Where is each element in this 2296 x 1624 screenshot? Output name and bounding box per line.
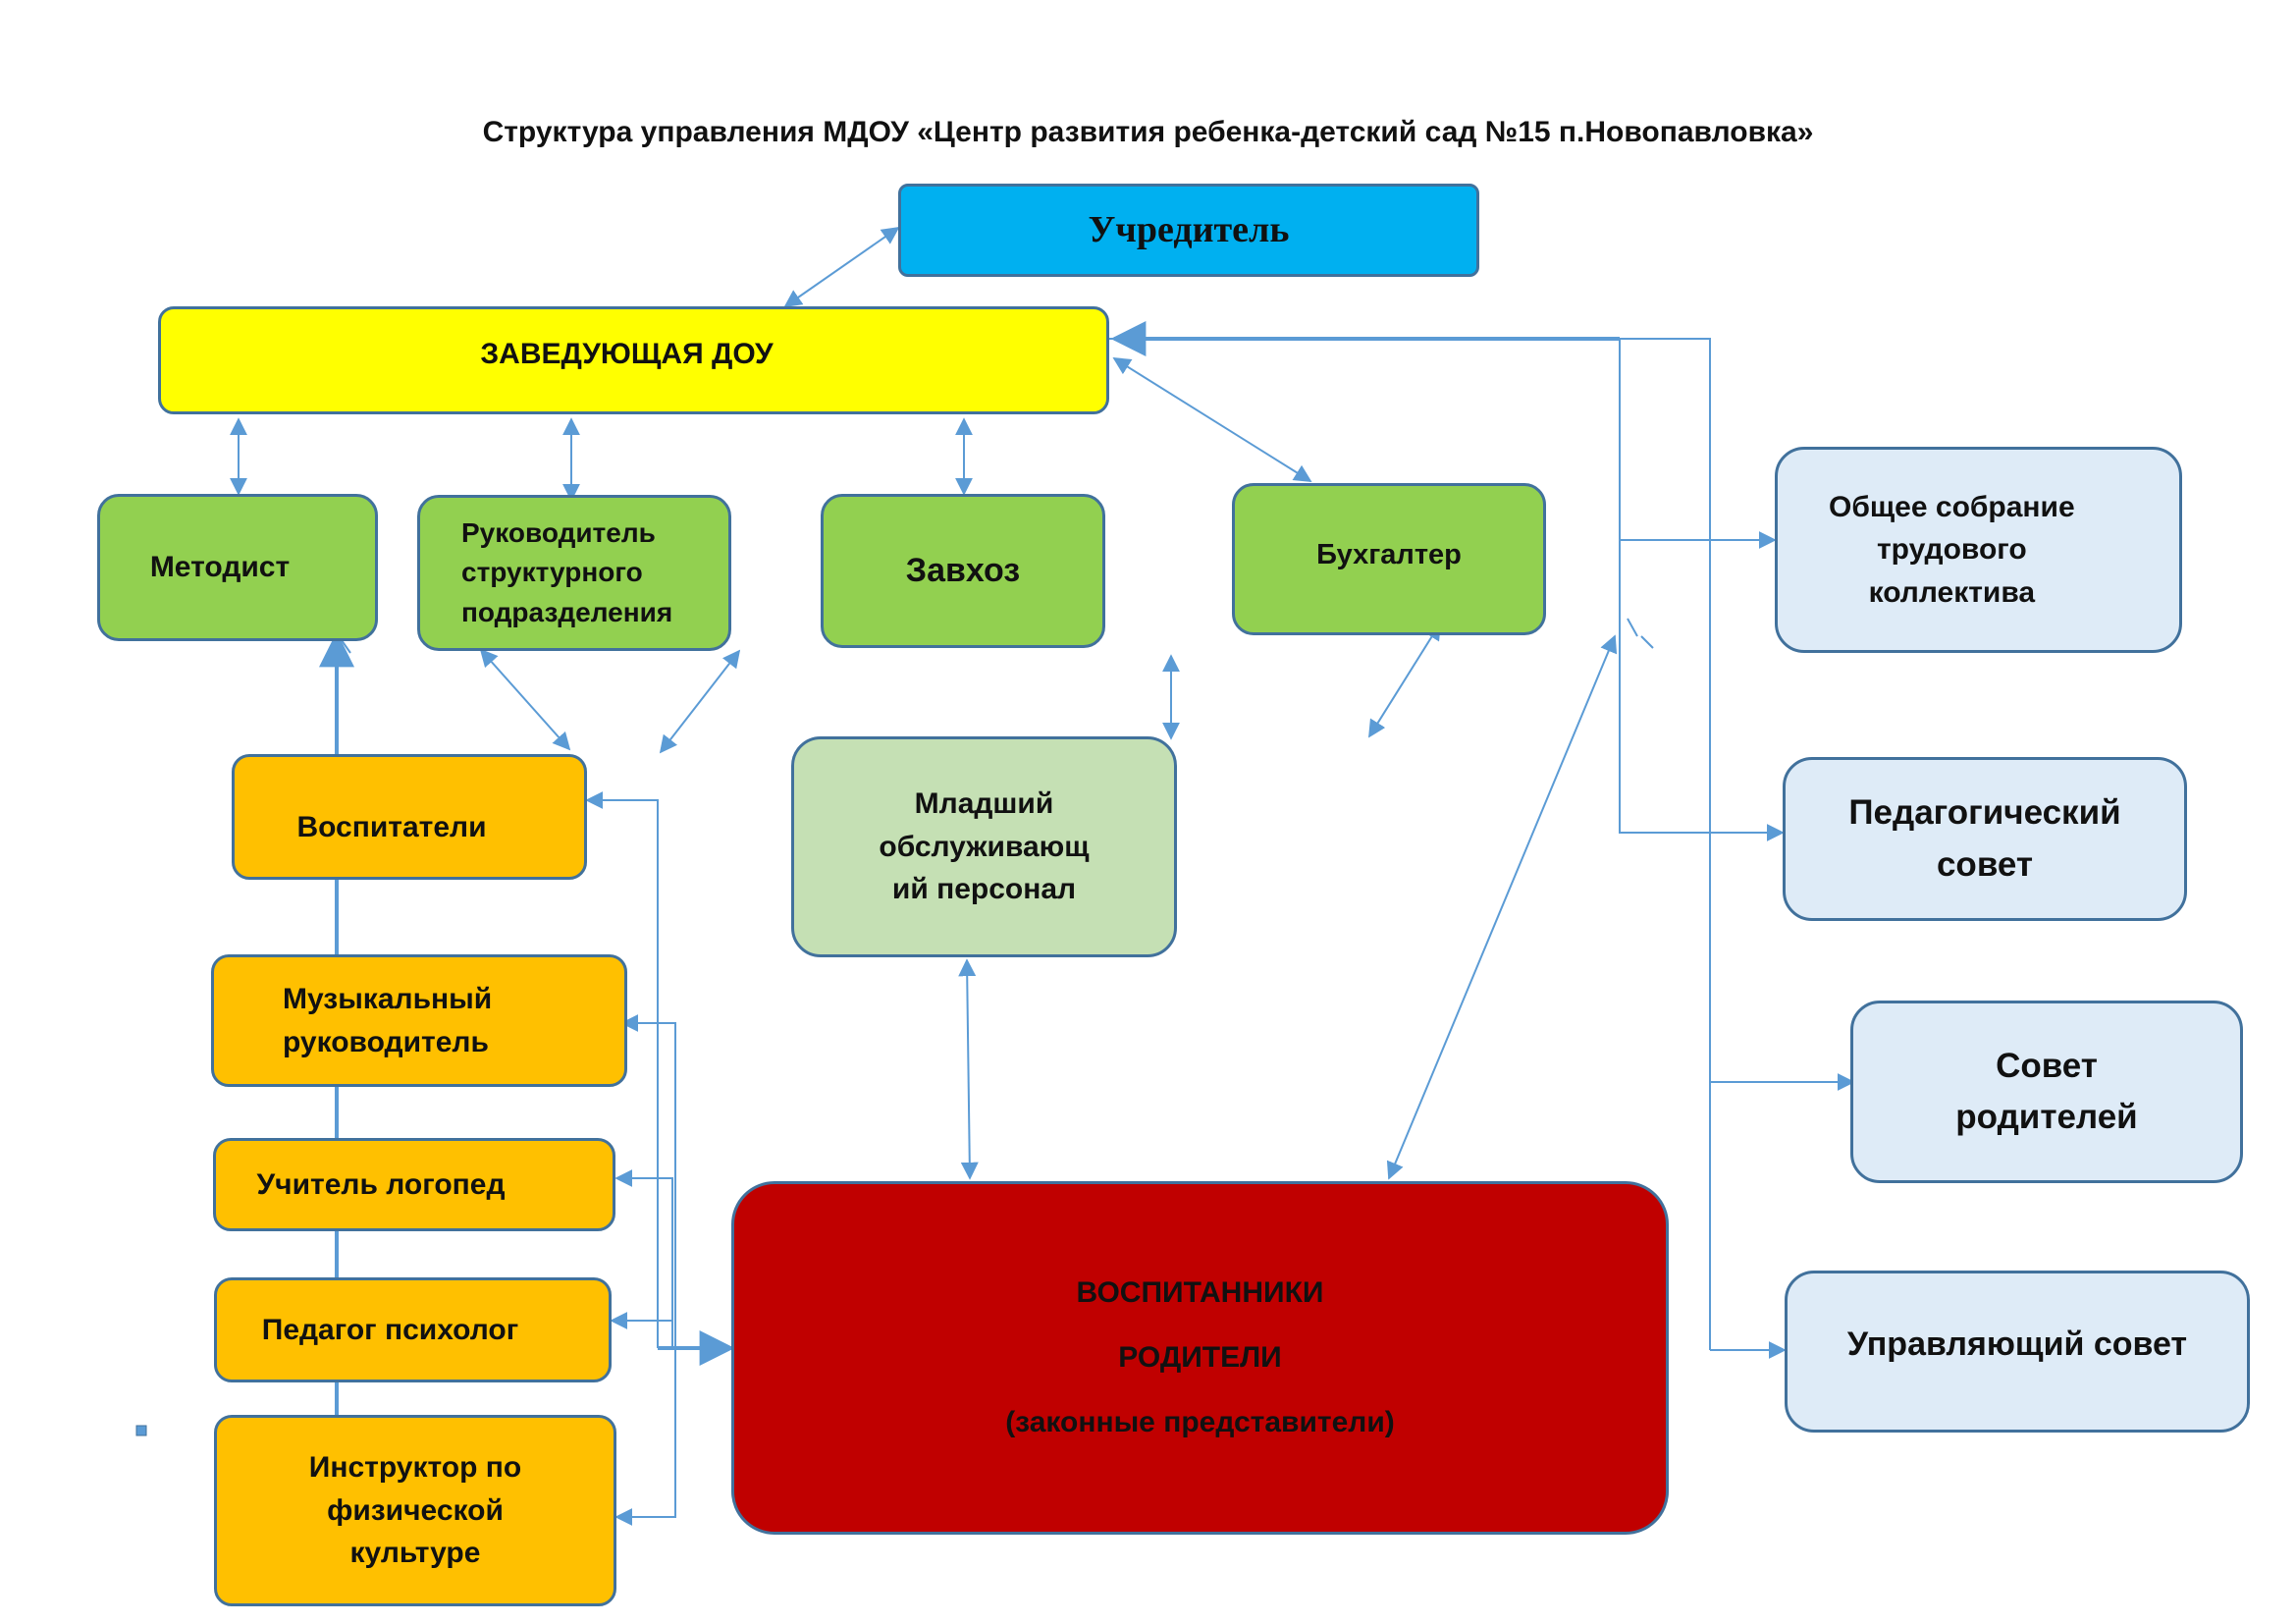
pe-label: Инструктор по физической культуре xyxy=(308,1451,522,1570)
parents-label: РОДИТЕЛИ xyxy=(1118,1341,1282,1374)
founder-box: Учредитель xyxy=(898,184,1479,277)
governing-board-label: Управляющий совет xyxy=(1846,1325,2188,1363)
pupils-parents-box: ВОСПИТАННИКИ РОДИТЕЛИ (законные представ… xyxy=(731,1181,1669,1535)
link-unit-educators xyxy=(479,648,571,751)
link-junior-pupils xyxy=(958,958,979,1180)
speech-box: Учитель логопед xyxy=(213,1138,615,1231)
psych-box: Педагог психолог xyxy=(214,1277,612,1382)
psych-label: Педагог психолог xyxy=(261,1313,519,1346)
music-label: Музыкальный руководитель xyxy=(283,983,493,1058)
governing-board-box: Управляющий совет xyxy=(1785,1271,2250,1433)
assembly-label: Общее собрание трудового коллектива xyxy=(1829,490,2075,609)
junior-staff-label: Младший обслуживающ ий персонал xyxy=(879,787,1090,906)
unit-head-box: Руководитель структурного подразделения xyxy=(417,495,731,651)
parent-council-label: Совет родителей xyxy=(1955,1046,2138,1137)
assembly-box: Общее собрание трудового коллектива xyxy=(1775,447,2182,653)
supply-box: Завхоз xyxy=(821,494,1105,648)
legal-reps-label: (законные представители) xyxy=(1005,1406,1395,1438)
methodist-box: Методист xyxy=(97,494,378,641)
methodist-label: Методист xyxy=(149,551,291,584)
founder-label: Учредитель xyxy=(1088,208,1290,250)
music-box: Музыкальный руководитель xyxy=(211,954,627,1087)
junior-staff-box: Младший обслуживающ ий персонал xyxy=(791,736,1177,957)
pe-box: Инструктор по физической культуре xyxy=(214,1415,616,1606)
supply-label: Завхоз xyxy=(905,551,1021,589)
speech-label: Учитель логопед xyxy=(256,1167,506,1201)
link-pupils-councils xyxy=(1386,634,1618,1180)
link-staff-pupils xyxy=(587,799,659,1348)
accountant-box: Бухгалтер xyxy=(1232,483,1546,635)
pupils-label: ВОСПИТАННИКИ xyxy=(1076,1276,1324,1309)
educators-box: Воспитатели xyxy=(232,754,587,880)
unit-head-label: Руководитель структурного подразделения xyxy=(461,516,673,627)
link-head-accountant xyxy=(1112,357,1312,482)
parent-council-box: Совет родителей xyxy=(1850,1001,2243,1183)
link-founder-head xyxy=(783,226,900,308)
head-label: ЗАВЕДУЮЩАЯ ДОУ xyxy=(480,338,774,371)
head-box: ЗАВЕДУЮЩАЯ ДОУ xyxy=(158,306,1109,414)
accountant-label: Бухгалтер xyxy=(1316,539,1462,571)
ped-council-label: Педагогический совет xyxy=(1848,793,2121,884)
ped-council-box: Педагогический совет xyxy=(1783,757,2187,921)
diagram-title: Структура управления МДОУ «Центр развити… xyxy=(482,116,1814,148)
educators-label: Воспитатели xyxy=(296,811,487,844)
